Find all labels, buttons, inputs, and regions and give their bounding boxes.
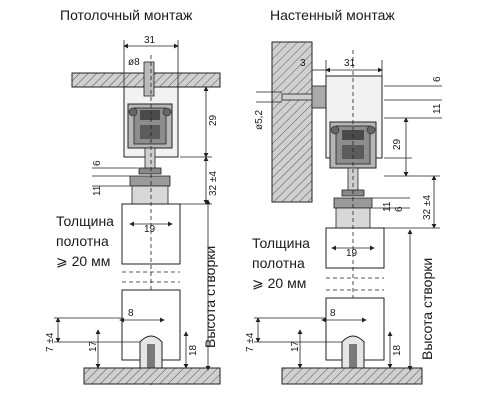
dim-7-ceiling: 7 ±4 [45, 332, 56, 352]
dim-3-wall: 3 [300, 58, 306, 69]
title-ceiling: Потолочный монтаж [60, 7, 193, 23]
ceiling-door-bracket [129, 175, 171, 187]
label-height-wall: Высота створки [419, 258, 435, 360]
ceiling-floor [83, 367, 221, 385]
ceiling-hanger-bolt [144, 147, 156, 171]
dim-8-wall: 8 [330, 308, 336, 319]
ceiling-bolt [143, 61, 155, 97]
dim-31-ceiling: 31 [144, 35, 156, 46]
dim-8-ceiling: 8 [128, 308, 134, 319]
dim-19-ceiling: 19 [144, 224, 156, 235]
dim-6-ceiling: 6 [92, 160, 103, 166]
dim-32-wall: 32 ±4 [422, 195, 433, 220]
dim-11-wall-top: 11 [432, 103, 443, 114]
dim-29-ceiling: 29 [208, 114, 219, 126]
wall-floor [281, 367, 423, 385]
label-thickness-l2-wall: полотна [252, 255, 305, 271]
wall-assembly: 31 3 ø5,2 6 11 29 32 ±4 6 11 19 8 7 ±4 1… [245, 41, 443, 385]
dim-11-wall: 11 [382, 201, 393, 212]
dim-17-ceiling: 17 [88, 340, 99, 352]
dim-19-wall: 19 [346, 248, 358, 259]
wall-block [271, 41, 313, 203]
label-thickness-l1-ceiling: Толщина [56, 213, 114, 229]
dim-29-wall: 29 [392, 138, 403, 150]
label-thickness-l2-ceiling: полотна [56, 233, 109, 249]
dim-18-ceiling: 18 [188, 344, 199, 356]
dim-6-wall: 6 [394, 206, 405, 212]
dim-31-wall: 31 [344, 58, 356, 69]
ceiling-assembly: 31 ø8 29 32 ±4 6 11 19 8 7 ±4 17 18 Высо… [45, 35, 221, 385]
dim-32-ceiling: 32 ±4 [208, 171, 219, 196]
label-thickness-l1-wall: Толщина [252, 235, 310, 251]
title-wall: Настенный монтаж [270, 7, 395, 23]
dim-17-wall: 17 [290, 340, 301, 352]
dim-6-wall-top: 6 [432, 76, 443, 82]
dim-7-wall: 7 ±4 [245, 332, 256, 352]
dim-18-wall: 18 [392, 344, 403, 356]
label-thickness-l3-wall: ⩾ 20 мм [252, 275, 306, 291]
dim-11-ceiling: 11 [92, 185, 103, 196]
label-height-ceiling: Высота створки [202, 246, 218, 348]
label-thickness-l3-ceiling: ⩾ 20 мм [56, 253, 110, 269]
dim-d52-wall: ø5,2 [254, 110, 265, 130]
dim-d8-ceiling: ø8 [128, 57, 140, 68]
